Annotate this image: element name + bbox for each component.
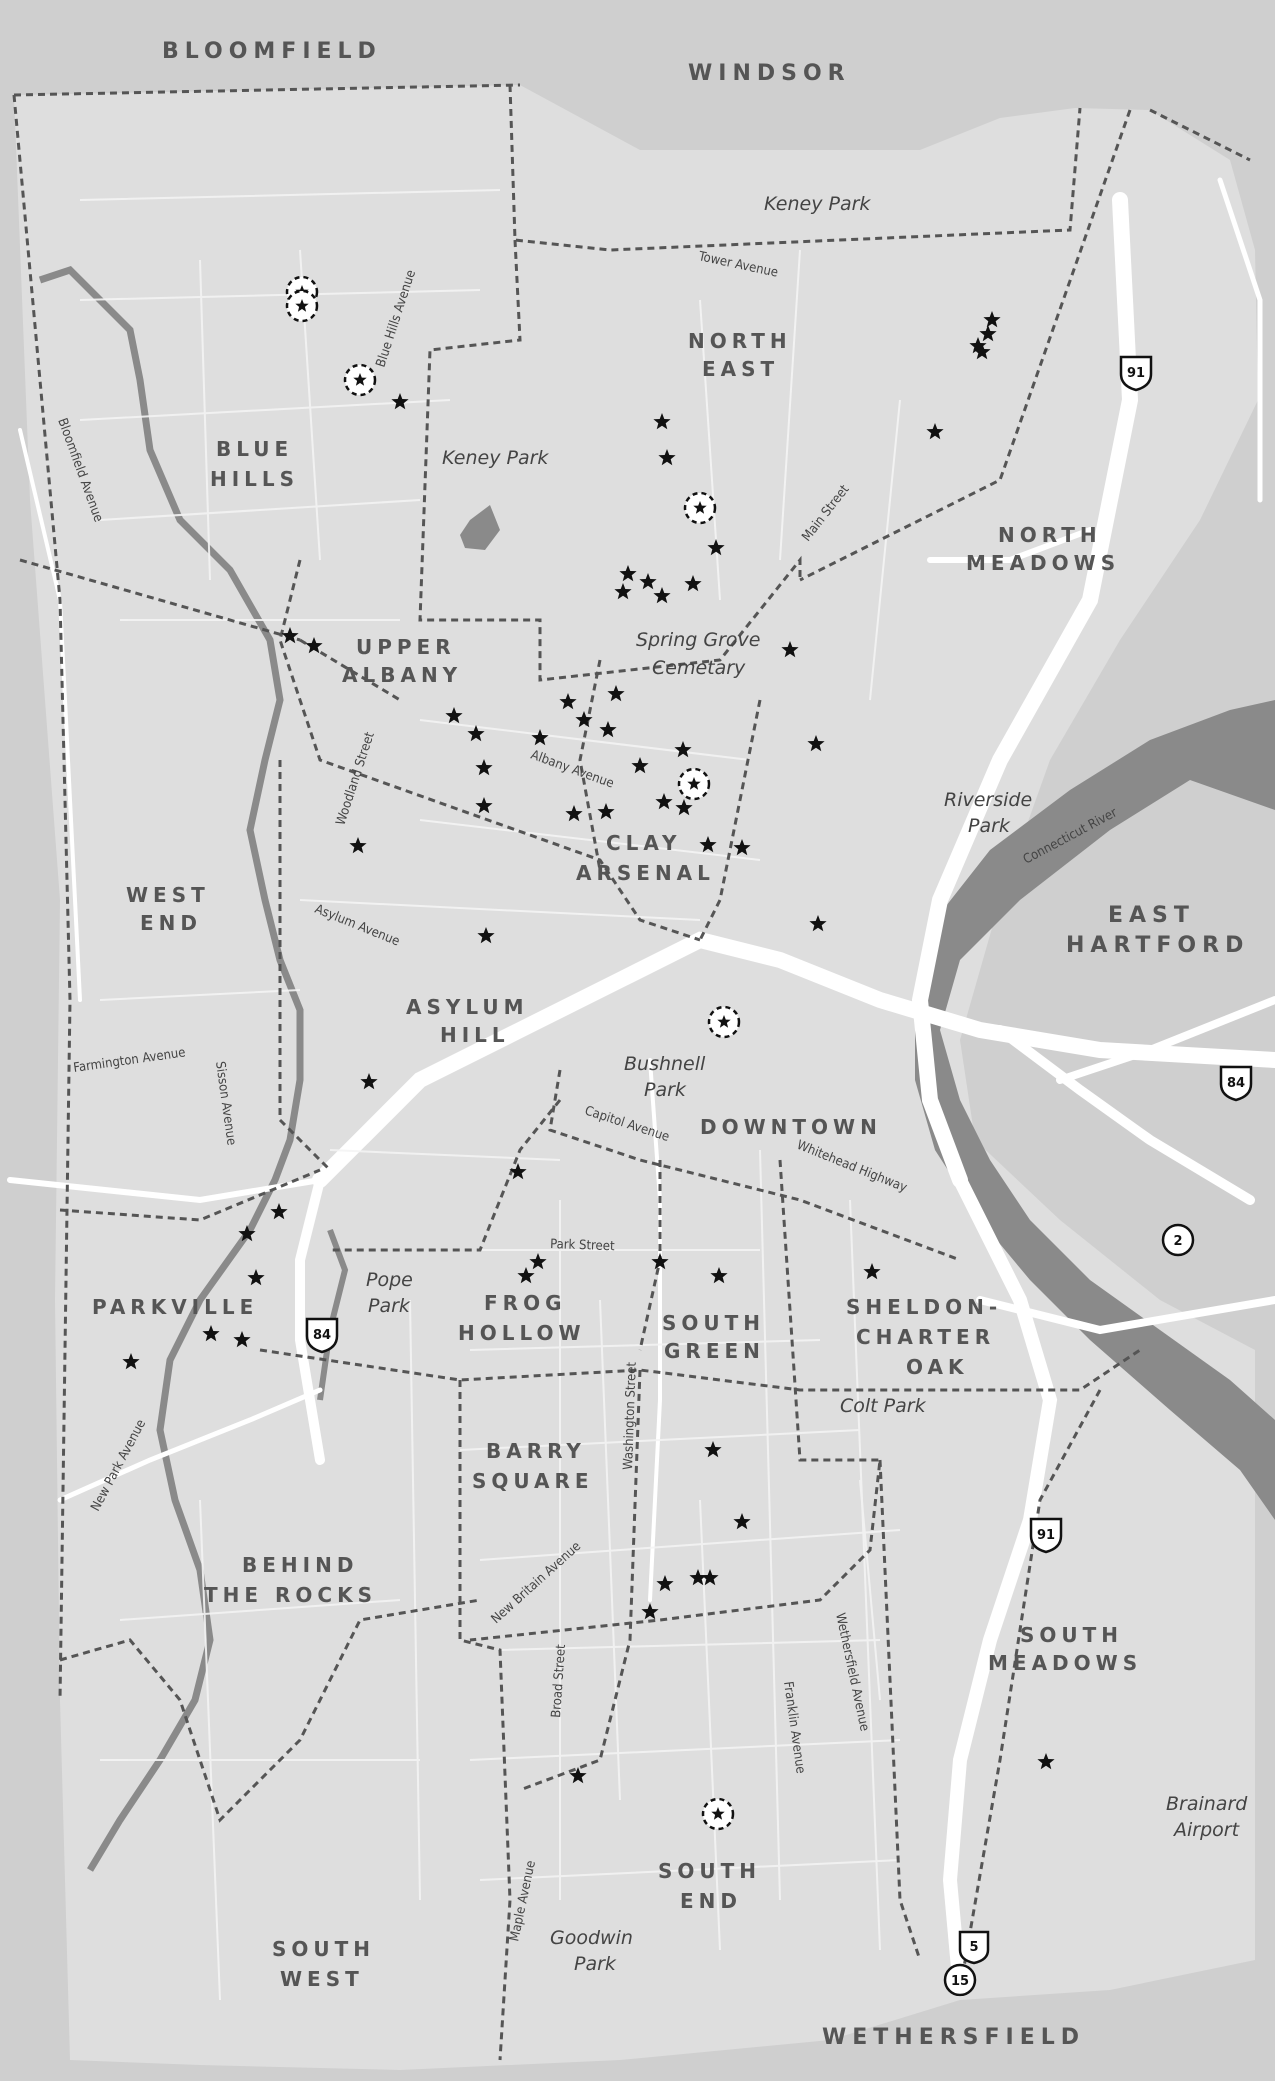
label-brainard-2: Airport	[1172, 1819, 1241, 1841]
label-frog-hollow-2: HOLLOW	[458, 1321, 586, 1345]
label-park-st: Park Street	[550, 1237, 615, 1254]
town-labels: BLOOMFIELD WINDSOR EAST HARTFORD WETHERS…	[162, 39, 1249, 2050]
label-south-meadows-2: MEADOWS	[988, 1651, 1142, 1675]
label-broad-st: Broad Street	[549, 1643, 569, 1718]
svg-text:5: 5	[969, 1940, 978, 1955]
label-sheldon-2: CHARTER	[856, 1325, 995, 1349]
road-network	[7, 177, 1275, 1997]
interstate-91-shield-north: 91	[1119, 355, 1153, 392]
label-upper-albany-1: UPPER	[356, 635, 456, 659]
label-keney-park: Keney Park	[442, 447, 549, 469]
svg-text:84: 84	[313, 1328, 331, 1343]
label-brainard-1: Brainard	[1166, 1793, 1248, 1815]
town-windsor: WINDSOR	[688, 61, 851, 86]
label-pope-2: Park	[368, 1295, 411, 1317]
label-blue-hills-2: HILLS	[210, 467, 299, 491]
route-2-shield: 2	[1161, 1223, 1195, 1257]
label-barry-square-2: SQUARE	[472, 1469, 594, 1493]
label-bushnell-2: Park	[644, 1079, 687, 1101]
label-west-end-2: END	[140, 911, 202, 935]
featured-site-circle-star-icon	[343, 363, 377, 397]
featured-site-circle-star-icon	[677, 767, 711, 801]
label-north-meadows-2: MEADOWS	[966, 551, 1120, 575]
label-barry-square-1: BARRY	[486, 1439, 586, 1463]
label-south-end-2: END	[680, 1889, 742, 1913]
us-5-shield: 5	[958, 1930, 990, 1965]
label-behind-rocks-1: BEHIND	[242, 1553, 358, 1577]
label-north-east-2: EAST	[702, 357, 779, 381]
featured-site-circle-star-icon	[701, 1797, 735, 1831]
label-south-end-1: SOUTH	[658, 1859, 761, 1883]
label-south-west-1: SOUTH	[272, 1937, 375, 1961]
town-wethersfield: WETHERSFIELD	[822, 2025, 1085, 2050]
featured-site-circle-star-icon	[683, 491, 717, 525]
keney-pond	[460, 505, 500, 550]
featured-site-circle-star-icon	[707, 1005, 741, 1039]
label-parkville: PARKVILLE	[92, 1295, 258, 1319]
park-labels: Keney Park Keney Park Spring Grove Cemet…	[366, 193, 1248, 1975]
route-15-shield: 15	[943, 1963, 977, 1997]
interstate-91-shield-south: 91	[1029, 1517, 1063, 1554]
town-east-hartford-line1: EAST	[1108, 903, 1195, 928]
label-frog-hollow-1: FROG	[484, 1291, 566, 1315]
label-goodwin-1: Goodwin	[550, 1927, 633, 1949]
hartford-city-area	[14, 85, 1258, 2070]
highway-shields: 91 84 2 84 91 5 15	[305, 355, 1253, 1997]
label-asylum-hill-2: HILL	[440, 1023, 510, 1047]
label-clay-arsenal-2: ARSENAL	[576, 861, 715, 885]
label-pope-1: Pope	[366, 1269, 413, 1291]
town-bloomfield: BLOOMFIELD	[162, 39, 382, 64]
interstate-84-shield-west: 84	[305, 1317, 339, 1354]
svg-text:15: 15	[951, 1974, 969, 1989]
label-south-green-1: SOUTH	[662, 1311, 765, 1335]
label-asylum-hill-1: ASYLUM	[406, 995, 529, 1019]
label-downtown: DOWNTOWN	[700, 1115, 882, 1139]
label-upper-albany-2: ALBANY	[342, 663, 462, 687]
svg-text:91: 91	[1037, 1528, 1055, 1543]
label-south-west-2: WEST	[280, 1967, 364, 1991]
label-spring-grove-1: Spring Grove	[636, 629, 760, 651]
label-north-meadows-1: NORTH	[998, 523, 1102, 547]
label-clay-arsenal-1: CLAY	[606, 831, 681, 855]
featured-site-circle-star-icon	[285, 289, 319, 323]
label-south-meadows-1: SOUTH	[1020, 1623, 1123, 1647]
svg-text:2: 2	[1173, 1234, 1182, 1249]
neighborhood-boundaries	[12, 83, 1251, 2061]
label-colt-park: Colt Park	[840, 1395, 927, 1417]
label-spring-grove-2: Cemetary	[652, 657, 746, 679]
label-keney-park-north: Keney Park	[764, 193, 871, 215]
neighborhood-labels: NORTH EAST BLUE HILLS NORTH MEADOWS UPPE…	[92, 329, 1142, 1991]
connecticut-river	[915, 700, 1275, 1520]
label-west-end-1: WEST	[126, 883, 210, 907]
svg-text:91: 91	[1127, 366, 1145, 381]
label-riverside-1: Riverside	[944, 789, 1032, 811]
interstate-84-shield-east: 84	[1219, 1065, 1253, 1102]
town-east-hartford-line2: HARTFORD	[1066, 933, 1249, 958]
label-sheldon-1: SHELDON-	[846, 1295, 1002, 1319]
minor-roads	[79, 189, 901, 2001]
label-washington-st: Washington Street	[621, 1361, 640, 1470]
label-blue-hills-1: BLUE	[216, 437, 293, 461]
label-behind-rocks-2: THE ROCKS	[204, 1583, 377, 1607]
label-sheldon-3: OAK	[906, 1355, 968, 1379]
label-goodwin-2: Park	[574, 1953, 617, 1975]
label-south-green-2: GREEN	[664, 1339, 765, 1363]
label-bushnell-1: Bushnell	[624, 1053, 706, 1075]
label-riverside-2: Park	[968, 815, 1011, 837]
svg-text:84: 84	[1227, 1076, 1245, 1091]
label-north-east-1: NORTH	[688, 329, 792, 353]
